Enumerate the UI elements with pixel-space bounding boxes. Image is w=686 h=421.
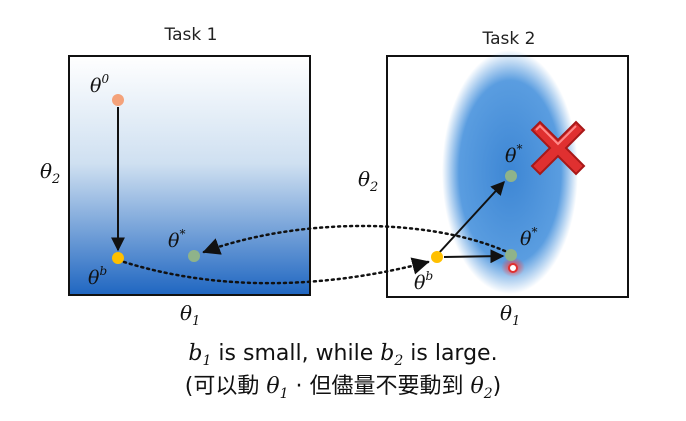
task1-title: Task 1	[164, 25, 218, 45]
task1-star-label: θ*	[168, 227, 185, 252]
task2-star-right-label: θ*	[520, 225, 537, 250]
red-x-icon	[530, 120, 586, 176]
task2-red-ring-point	[508, 263, 518, 273]
task2-title: Task 2	[482, 29, 536, 49]
task1-b-point	[112, 252, 124, 264]
task1-start-label: θ0	[90, 72, 109, 97]
caption-line-2: (可以動 θ1 · 但儘量不要動到 θ2)	[185, 374, 502, 402]
dotted-arrow-to-task1	[202, 224, 507, 255]
task1-star-point	[188, 250, 200, 262]
task2-b-label: θb	[414, 269, 433, 294]
task2-b-point	[431, 251, 443, 263]
task2-y-axis-label: θ2	[358, 167, 378, 195]
task1-y-axis-label: θ2	[40, 159, 60, 187]
task1-b-label: θb	[88, 264, 107, 289]
task1-start-point	[112, 94, 124, 106]
task2-star-top-point	[505, 170, 517, 182]
task2-star-right-point	[505, 249, 517, 261]
task1-x-axis-label: θ1	[180, 301, 200, 329]
task2-arrow-up	[437, 180, 505, 255]
caption-line-1: b1 is small, while b2 is large.	[188, 341, 497, 369]
task2-star-top-label: θ*	[505, 142, 522, 167]
task2-x-axis-label: θ1	[500, 301, 520, 329]
dotted-arrow-to-task2	[122, 257, 430, 285]
task2-arrow-right	[443, 249, 505, 264]
